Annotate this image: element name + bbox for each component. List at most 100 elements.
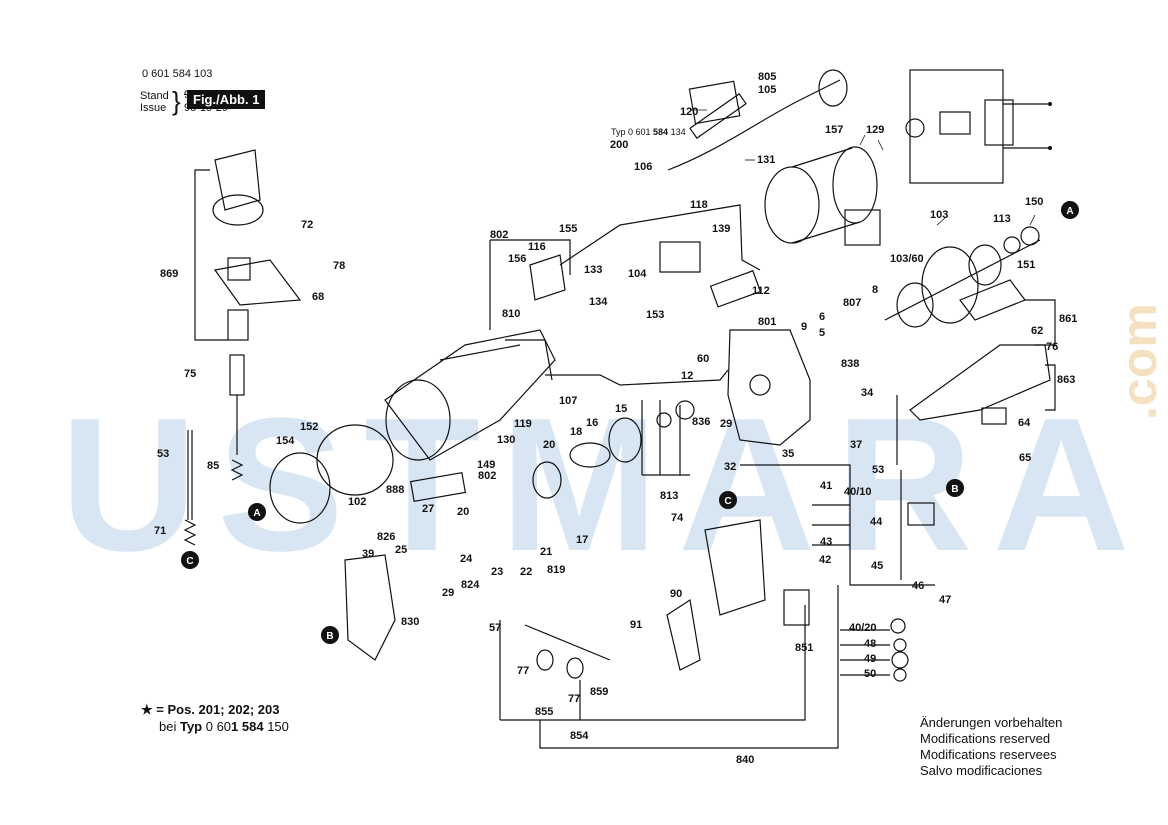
callout-b-left-label: B [326,631,333,642]
part-label: 41 [820,480,832,492]
part-label: 40/20 [849,622,877,634]
part-label: 48 [864,638,876,650]
part-label: 840 [736,754,754,766]
part-label: 807 [843,297,861,309]
part-label: 24 [460,553,473,565]
part-label: 119 [514,418,532,430]
part-label: 49 [864,653,876,665]
part-label: 91 [630,619,642,631]
part-label: 43 [820,536,832,548]
part-label: 104 [628,268,647,280]
part-label: 819 [547,564,565,576]
part-label: 131 [757,154,775,166]
callout-b-right-label: B [951,484,958,495]
part-label: 17 [576,534,588,546]
part-label: 25 [395,544,407,556]
part-label: 32 [724,461,736,473]
footnote-prefix: bei [159,719,180,734]
part-label: 62 [1031,325,1043,337]
bracket-813 [641,400,690,476]
part-label: 90 [670,588,682,600]
part-label: 77 [517,665,529,677]
disclaimer-es: Salvo modificaciones [920,763,1043,778]
part-label: 50 [864,668,876,680]
part-label: 18 [570,426,582,438]
part-label: 29 [720,418,732,430]
part-label: 9 [801,321,807,333]
part-label: 35 [782,448,794,460]
callout-b-left [321,626,339,644]
issue-label: Issue [140,102,167,114]
part-label: 102 [348,496,366,508]
power-cord [667,79,841,171]
part-label: 40/10 [844,486,872,498]
part-label: 15 [615,403,627,415]
part-label: 64 [1018,417,1031,429]
part-label: 854 [570,730,589,742]
footnote-bold2: 1 584 [231,719,264,734]
part-label: 77 [568,693,580,705]
part-label: 836 [692,416,710,428]
callout-c-mid [719,491,737,509]
disclaimer-de: Änderungen vorbehalten [920,715,1063,730]
gear-housing [727,329,811,446]
part-label: 813 [660,490,678,502]
part-label: 105 [758,84,776,96]
part-label: 106 [634,161,652,173]
part-label: 16 [586,417,598,429]
part-label: 826 [377,531,395,543]
bracket-861 [1025,299,1056,346]
part-label: 65 [1019,452,1031,464]
callout-a-left [248,503,266,521]
part-label: 120 [680,106,698,118]
typ-note-bold: 584 [653,127,669,137]
part-label: 810 [502,308,520,320]
typ-note-suffix: 134 [668,127,686,137]
stand-label: Stand [140,90,169,102]
bracket-840 [539,585,839,749]
footnote-mid: 0 60 [202,719,232,734]
part-label: 47 [939,594,951,606]
motor-housing [384,329,556,461]
schematic-frame [909,69,1004,184]
footnote-line1: ★ = Pos. 201; 202; 203 [141,702,280,717]
callout-b-right [946,479,964,497]
part-label: 22 [520,566,532,578]
part-label: 57 [489,622,501,634]
part-label: 150 [1025,196,1043,208]
part-label: 74 [671,512,684,524]
callout-a-top [1061,201,1079,219]
part-label: 37 [850,439,862,451]
part-label: 39 [362,548,374,560]
part-label: 855 [535,706,553,718]
part-label: 8 [872,284,878,296]
typ-note: Typ 0 601 584 134 [611,126,686,139]
part-label: 72 [301,219,313,231]
typ-note-prefix: Typ 0 601 [611,127,654,137]
disclaimer-fr: Modifications reservees [920,747,1057,762]
part-label: 20 [457,506,469,518]
figure-label: Fig./Abb. 1 [187,90,266,109]
part-label: 200 [610,139,628,151]
part-label: 107 [559,395,577,407]
part-label: 149 [477,459,495,471]
part-label: 44 [870,516,883,528]
bracket-44 [812,504,850,546]
callout-c-left-label: C [186,556,193,567]
part-label: 133 [584,264,602,276]
part-label: 859 [590,686,608,698]
part-label: 116 [528,241,546,253]
part-label: 53 [872,464,884,476]
part-label: 830 [401,616,419,628]
part-label: 134 [589,296,608,308]
part-label: 6 [819,311,825,323]
part-label: 869 [160,268,178,280]
callout-a-top-label: A [1066,206,1073,217]
part-label: 103 [930,209,948,221]
part-label: 71 [154,525,166,537]
part-label: 805 [758,71,776,83]
part-label: 139 [712,223,730,235]
doc-number: 0 601 584 103 [142,68,213,80]
